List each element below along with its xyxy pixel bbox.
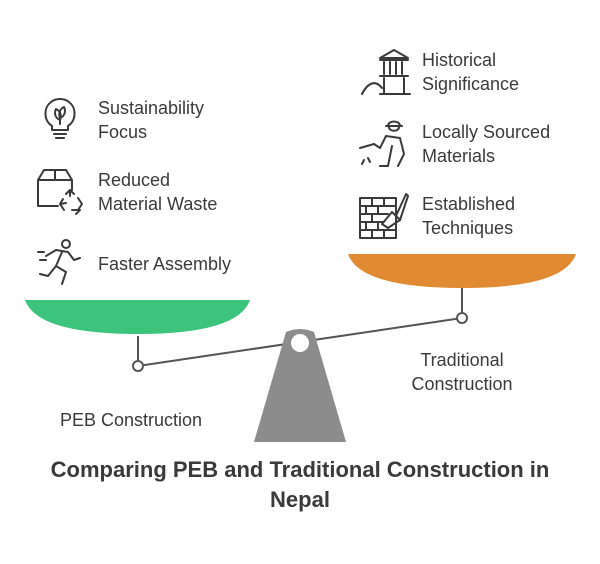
worker-icon [359,120,405,167]
traditional-label-line2: Construction [411,374,513,394]
diagram-title-text: Comparing PEB and Traditional Constructi… [50,457,550,512]
brick-trowel-icon [359,193,409,239]
left-item-1-line1: Sustainability [98,98,205,118]
right-item-1-label: Historical Significance [422,48,519,96]
left-item-2-line1: Reduced [98,170,171,190]
right-item-2-line1: Locally Sourced [422,122,551,142]
monument-icon [361,49,411,95]
left-item-3-line1: Faster Assembly [98,254,232,274]
left-item-3-label: Faster Assembly [98,252,231,276]
right-item-3-line1: Established [422,194,516,214]
right-pivot [456,312,468,324]
traditional-label-line1: Traditional [420,350,504,370]
fulcrum-hole [291,334,309,352]
fulcrum [254,329,346,442]
diagram-title: Comparing PEB and Traditional Constructi… [0,455,600,515]
right-item-3-label: Established Techniques [422,192,515,240]
right-item-1-line2: Significance [422,74,520,94]
right-item-2-label: Locally Sourced Materials [422,120,550,168]
right-item-3-line2: Techniques [422,218,514,238]
lightbulb-leaf-icon [44,98,76,139]
left-pan [25,300,250,334]
right-pan [348,254,576,288]
left-item-1-line2: Focus [98,122,148,142]
peb-construction-label: PEB Construction [60,410,203,430]
left-item-2-line2: Material Waste [98,194,218,214]
left-item-1-label: Sustainability Focus [98,96,204,144]
right-item-2-line2: Materials [422,146,496,166]
running-person-icon [37,239,81,285]
traditional-construction-label: Traditional Construction [402,348,522,396]
left-pivot [132,360,144,372]
box-recycle-icon [37,169,83,215]
left-item-2-label: Reduced Material Waste [98,168,217,216]
right-item-1-line1: Historical [422,50,497,70]
